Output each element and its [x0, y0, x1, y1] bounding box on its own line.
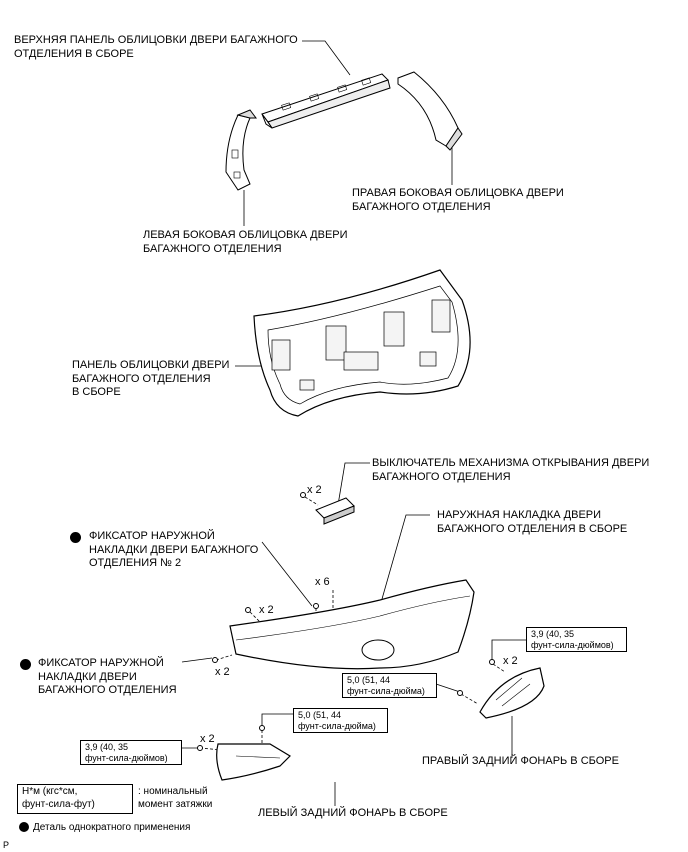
garnish-clip-label: ФИКСАТОР НАРУЖНОЙ НАКЛАДКИ ДВЕРИ БАГАЖНО… [38, 657, 177, 696]
right-tail-lamp-drawing [457, 659, 545, 719]
right-side-trim-drawing [397, 71, 463, 151]
leader-lines [181, 40, 526, 806]
single-use-legend-marker [19, 822, 29, 832]
left-side-trim-label: ЛЕВАЯ БОКОВАЯ ОБЛИЦОВКА ДВЕРИ БАГАЖНОГО … [143, 229, 348, 255]
opener-switch-label: ВЫКЛЮЧАТЕЛЬ МЕХАНИЗМА ОТКРЫВАНИЯ ДВЕРИ Б… [372, 457, 650, 483]
right-lamp-screw-qty: x 2 [503, 655, 518, 667]
single-use-marker [70, 532, 81, 543]
clip-qty: x 6 [315, 576, 330, 588]
corner-mark: P [3, 840, 10, 850]
left-tail-lamp-drawing [197, 725, 291, 781]
upper-trim-panel-drawing [261, 73, 391, 129]
left-side-trim-drawing [225, 109, 257, 191]
opener-switch-drawing [300, 492, 355, 525]
torque-unit-legend-box: Н*м (кгс*см, фунт-сила-фут) [17, 784, 133, 814]
switch-screw-qty: x 2 [307, 484, 322, 496]
door-trim-panel-drawing [253, 269, 471, 417]
left-lamp-label: ЛЕВЫЙ ЗАДНИЙ ФОНАРЬ В СБОРЕ [258, 807, 448, 819]
left-lamp-screw-qty: x 2 [200, 733, 215, 745]
door-trim-panel-label: ПАНЕЛЬ ОБЛИЦОВКИ ДВЕРИ БАГАЖНОГО ОТДЕЛЕН… [72, 359, 230, 398]
outer-garnish-drawing [212, 579, 475, 670]
single-use-marker [20, 659, 31, 670]
torque-legend-desc: : номинальный момент затяжки [138, 786, 213, 810]
single-use-legend-text: Деталь однократного применения [33, 822, 191, 833]
garnish-clip-2-label: ФИКСАТОР НАРУЖНОЙ НАКЛАДКИ ДВЕРИ БАГАЖНО… [89, 530, 259, 569]
garnish-upper-clip-qty: x 2 [259, 604, 274, 616]
torque-box-right-50: 5,0 (51, 44 фунт-сила-дюйма) [342, 673, 437, 698]
upper-panel-label: ВЕРХНЯЯ ПАНЕЛЬ ОБЛИЦОВКИ ДВЕРИ БАГАЖНОГО… [14, 34, 298, 60]
right-side-trim-label: ПРАВАЯ БОКОВАЯ ОБЛИЦОВКА ДВЕРИ БАГАЖНОГО… [352, 187, 564, 213]
right-lamp-label: ПРАВЫЙ ЗАДНИЙ ФОНАРЬ В СБОРЕ [422, 755, 619, 767]
garnish-lower-clip-qty: x 2 [215, 666, 230, 678]
torque-box-left-50: 5,0 (51, 44 фунт-сила-дюйма) [293, 708, 388, 733]
outer-garnish-label: НАРУЖНАЯ НАКЛАДКА ДВЕРИ БАГАЖНОГО ОТДЕЛЕ… [437, 509, 628, 535]
torque-box-left-39: 3,9 (40, 35 фунт-сила-дюймов) [80, 740, 182, 765]
torque-box-right-39: 3,9 (40, 35 фунт-сила-дюймов) [526, 627, 627, 652]
